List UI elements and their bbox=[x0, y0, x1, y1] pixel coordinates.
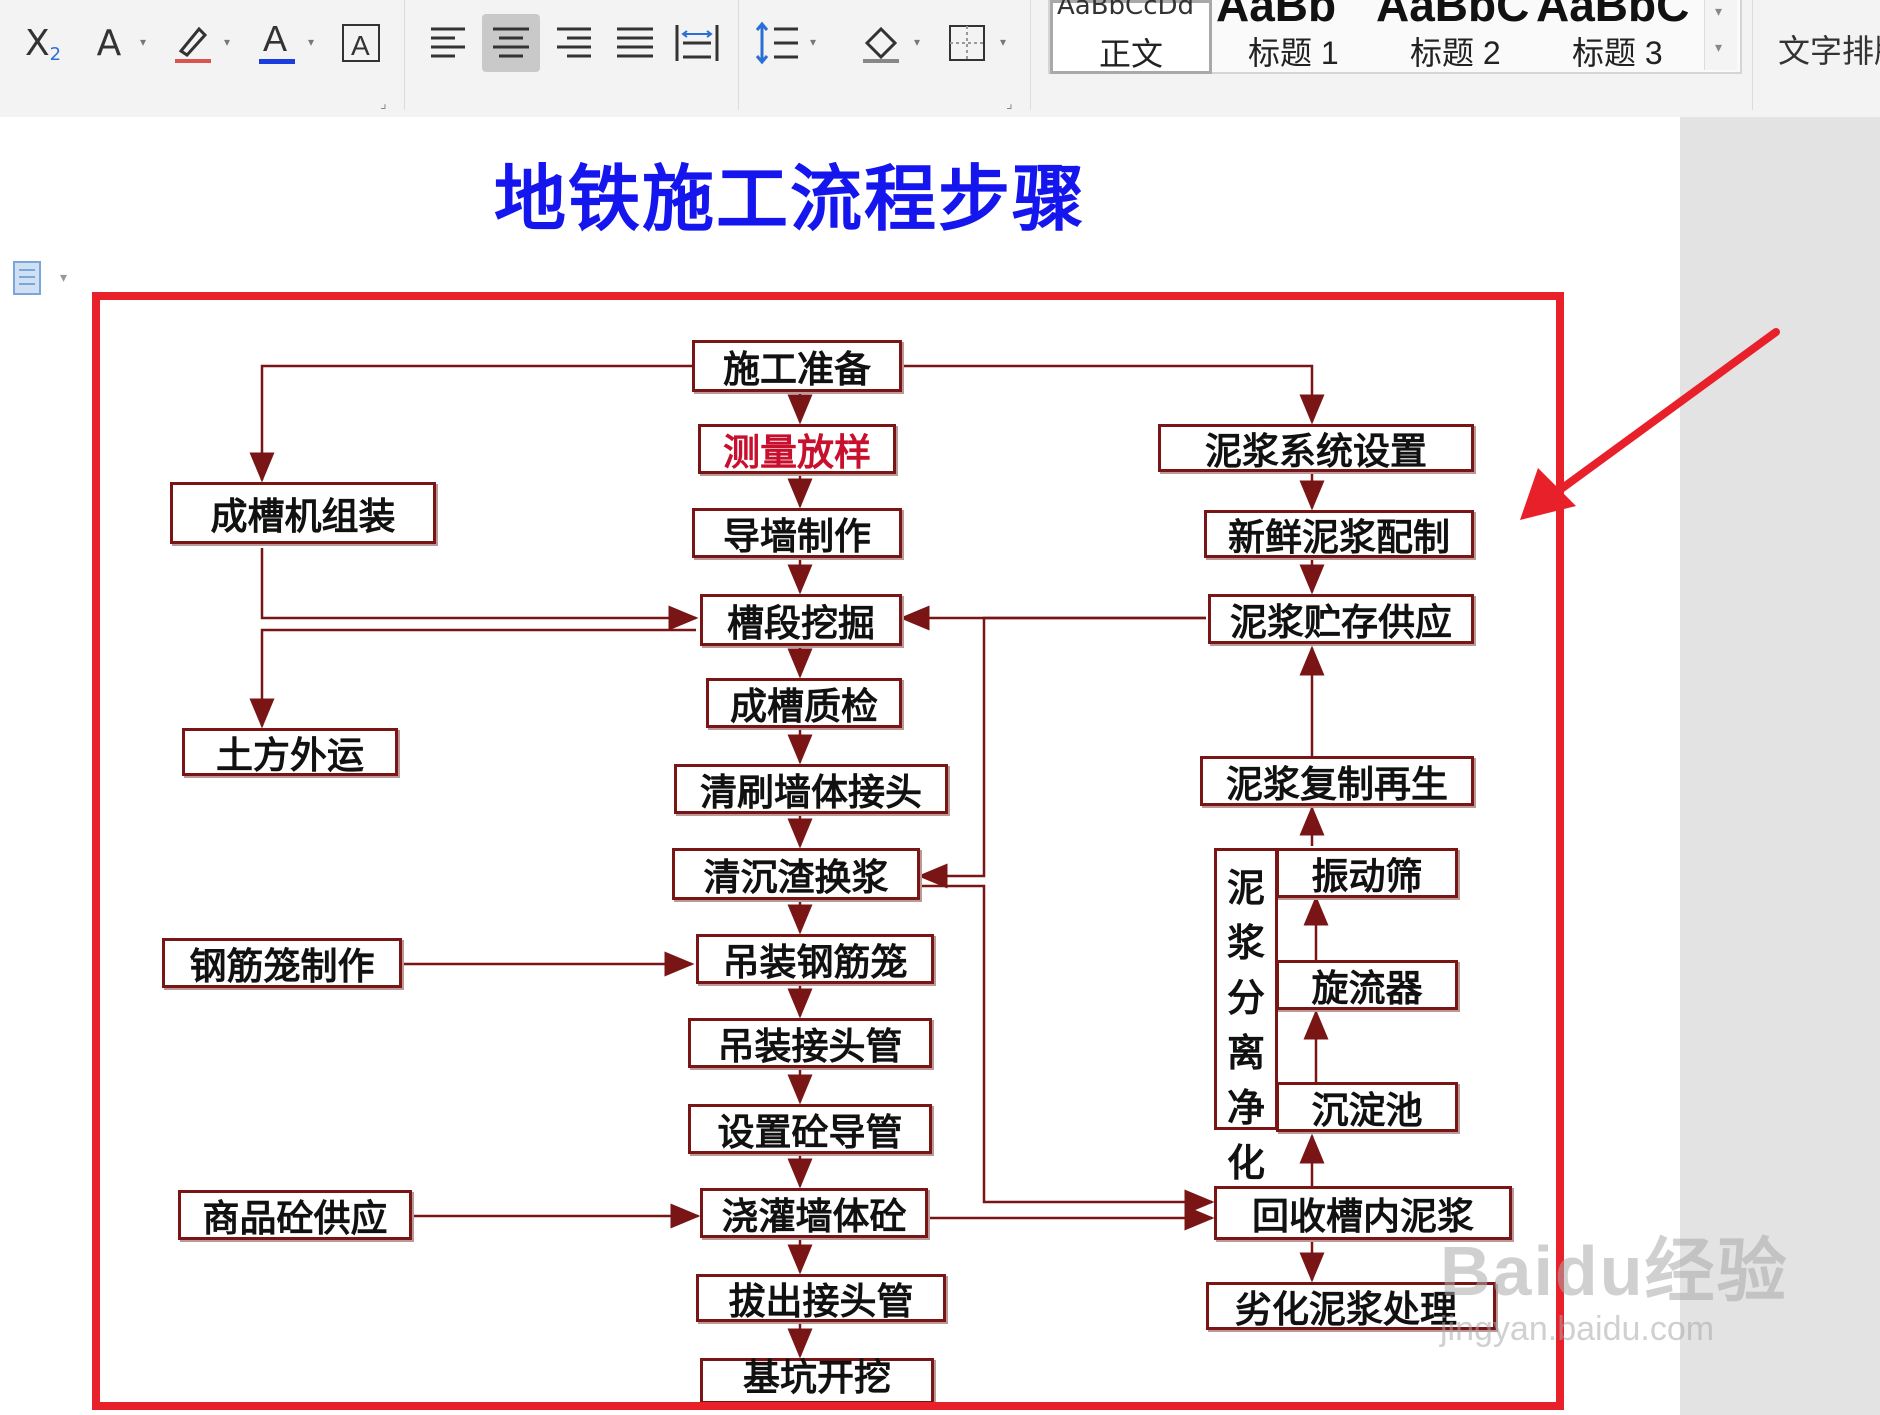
separation-label: 泥 浆 分 离 净 化 bbox=[1214, 848, 1278, 1185]
separation-char: 净 bbox=[1226, 1086, 1265, 1130]
step-rebar: 钢筋笼制作 bbox=[162, 938, 402, 988]
svg-text:A: A bbox=[263, 19, 287, 59]
step-slurry-system: 泥浆系统设置 bbox=[1158, 424, 1474, 473]
char-border-icon[interactable]: A bbox=[336, 18, 386, 68]
step-slurry-store: 泥浆贮存供应 bbox=[1208, 594, 1474, 644]
separation-char: 浆 bbox=[1226, 921, 1265, 965]
step-clean-joint: 清刷墙体接头 bbox=[674, 764, 948, 814]
svg-text:A: A bbox=[351, 30, 370, 61]
step-earth: 土方外运 bbox=[182, 728, 398, 777]
step-hoist-cage: 吊装钢筋笼 bbox=[696, 934, 934, 984]
border-icon[interactable] bbox=[942, 18, 992, 68]
chevron-down-icon[interactable]: ▾ bbox=[810, 35, 817, 49]
paragraph-layout-icon[interactable] bbox=[12, 258, 52, 298]
step-trench-check: 成槽质检 bbox=[706, 678, 902, 728]
clear-format-icon[interactable]: A bbox=[96, 22, 122, 64]
step-guide-wall: 导墙制作 bbox=[692, 508, 902, 558]
style-preview: AaBbCcDd bbox=[1057, 0, 1195, 21]
chevron-down-icon[interactable]: ▾ bbox=[1000, 35, 1007, 49]
step-waste: 劣化泥浆处理 bbox=[1206, 1282, 1496, 1331]
align-center-icon[interactable] bbox=[482, 14, 540, 72]
separation-char: 泥 bbox=[1226, 866, 1265, 910]
step-sediment: 清沉渣换浆 bbox=[672, 848, 920, 900]
chevron-down-icon[interactable]: ▾ bbox=[224, 35, 231, 49]
text-layout-button[interactable]: 文字排版 bbox=[1778, 32, 1880, 70]
line-spacing-icon[interactable] bbox=[752, 18, 802, 68]
paragraph-dialog-launcher-icon[interactable]: ⌟ bbox=[1006, 96, 1013, 112]
step-concrete-pipe: 设置砼导管 bbox=[688, 1104, 932, 1154]
justify-icon[interactable] bbox=[610, 18, 660, 68]
step-recover: 回收槽内泥浆 bbox=[1214, 1186, 1512, 1240]
page-title: 地铁施工流程步骤 bbox=[493, 156, 1086, 241]
font-color-icon[interactable]: A bbox=[252, 18, 302, 68]
annotation-arrow-icon bbox=[1520, 328, 1780, 520]
step-pull-pipe: 拔出接头管 bbox=[696, 1274, 946, 1323]
more-styles-icon[interactable]: ▾ bbox=[1715, 40, 1723, 56]
highlight-frame bbox=[92, 292, 1564, 1410]
step-prep: 施工准备 bbox=[692, 340, 902, 392]
step-pour: 浇灌墙体砼 bbox=[700, 1188, 928, 1238]
step-machine: 成槽机组装 bbox=[170, 482, 436, 544]
chevron-down-icon[interactable]: ▾ bbox=[140, 35, 147, 49]
watermark-url: jingyan.baidu.com bbox=[1440, 1310, 1715, 1348]
step-hoist-pipe: 吊装接头管 bbox=[688, 1018, 932, 1068]
align-left-icon[interactable] bbox=[424, 18, 474, 68]
step-trench-dig: 槽段挖掘 bbox=[700, 594, 902, 646]
separation-char: 离 bbox=[1226, 1031, 1265, 1075]
style-heading-3[interactable]: 标题 3 bbox=[1572, 35, 1663, 71]
chevron-down-icon[interactable]: ▾ bbox=[60, 270, 68, 286]
step-concrete-supply: 商品砼供应 bbox=[178, 1190, 412, 1240]
page-margin-area bbox=[1680, 117, 1880, 1415]
chevron-down-icon[interactable]: ▾ bbox=[308, 35, 315, 49]
style-label: 正文 bbox=[1098, 35, 1163, 73]
style-preview: AaBbC bbox=[1536, 0, 1690, 31]
style-heading-2[interactable]: 标题 2 bbox=[1410, 35, 1501, 71]
distributed-icon[interactable] bbox=[672, 18, 722, 68]
step-cyclone: 旋流器 bbox=[1276, 960, 1458, 1010]
style-preview: AaBb bbox=[1216, 0, 1337, 31]
font-dialog-launcher-icon[interactable]: ⌟ bbox=[380, 96, 387, 112]
separation-char: 化 bbox=[1226, 1141, 1265, 1185]
watermark: Baidu经验 jingyan.baidu.com bbox=[1440, 1215, 1788, 1349]
style-heading-1[interactable]: 标题 1 bbox=[1248, 35, 1339, 71]
separation-char: 分 bbox=[1226, 976, 1265, 1020]
step-survey: 测量放样 bbox=[698, 424, 896, 474]
style-preview: AaBbC bbox=[1376, 0, 1530, 31]
step-slurry-regen: 泥浆复制再生 bbox=[1200, 756, 1474, 806]
step-settling: 沉淀池 bbox=[1276, 1082, 1458, 1132]
align-right-icon[interactable] bbox=[548, 18, 598, 68]
watermark-logo: Baidu经验 bbox=[1440, 1232, 1789, 1310]
style-normal[interactable]: AaBbCcDd 正文 bbox=[1050, 0, 1212, 74]
step-vibrating: 振动筛 bbox=[1276, 848, 1458, 898]
chevron-down-icon[interactable]: ▾ bbox=[914, 35, 921, 49]
step-fresh-slurry: 新鲜泥浆配制 bbox=[1204, 510, 1474, 559]
shading-icon[interactable] bbox=[856, 18, 906, 68]
chevron-up-icon[interactable]: ▾ bbox=[1715, 4, 1723, 20]
highlight-icon[interactable] bbox=[168, 18, 218, 68]
styles-scroll[interactable]: ▾ ▾ bbox=[1704, 0, 1737, 70]
